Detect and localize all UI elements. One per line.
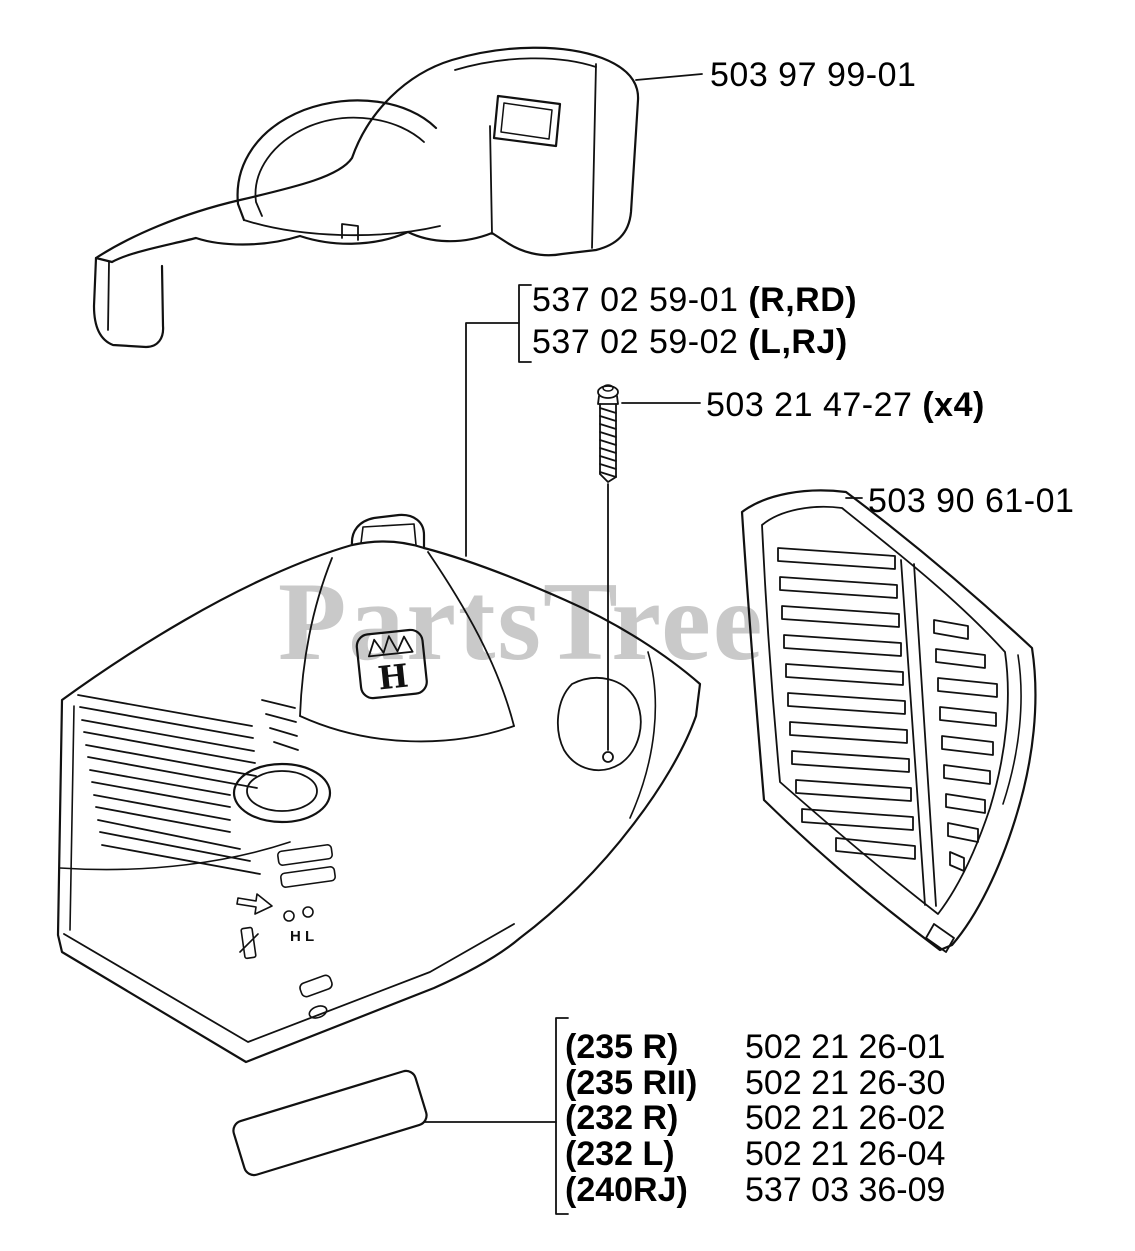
part-number: 502 21 26-01 <box>745 1028 946 1066</box>
callout-screw[interactable]: 503 21 47-27 (x4) <box>706 386 985 425</box>
part-number: 537 03 36-09 <box>745 1171 946 1209</box>
part-number: 503 90 61-01 <box>868 482 1075 520</box>
table-row[interactable]: (240RJ) 537 03 36-09 <box>0 1171 1135 1209</box>
grille-slots <box>777 547 998 872</box>
callout-engine-cover-l[interactable]: 537 02 59-02 (L,RJ) <box>532 323 848 362</box>
decal-drawing <box>232 1069 428 1177</box>
part-number: 537 02 59-02 <box>532 323 739 361</box>
arrow-icon <box>236 893 273 915</box>
part-number: 503 21 47-27 <box>706 386 913 424</box>
crown-icon <box>367 635 414 658</box>
model-label: (240RJ) <box>565 1171 688 1209</box>
part-number: 502 21 26-30 <box>745 1064 946 1102</box>
hl-marking: H L <box>290 928 314 945</box>
top-cover-drawing <box>92 46 640 349</box>
engine-cover-drawing: H L H <box>56 513 702 1064</box>
part-variant: (L,RJ) <box>748 323 848 361</box>
screw-drawing <box>597 384 619 483</box>
grille-cover-drawing <box>740 489 1037 953</box>
leader-engine-cover <box>465 322 520 557</box>
part-number: 537 02 59-01 <box>532 281 739 319</box>
bracket-engine-cover <box>518 284 532 363</box>
table-row[interactable]: (232 L) 502 21 26-04 <box>0 1135 1135 1173</box>
logo-letter: H <box>376 656 410 697</box>
screw-hole <box>602 751 614 763</box>
table-row[interactable]: (235 RII) 502 21 26-30 <box>0 1064 1135 1102</box>
callout-engine-cover-r[interactable]: 537 02 59-01 (R,RD) <box>532 281 857 320</box>
table-row[interactable]: (235 R) 502 21 26-01 <box>0 1028 1135 1066</box>
part-variant: (R,RD) <box>748 281 858 319</box>
leader-lines <box>423 73 863 1215</box>
model-label: (232 R) <box>565 1099 679 1137</box>
model-label: (235 R) <box>565 1028 679 1066</box>
choke-icon <box>240 926 257 960</box>
bracket-decal-table <box>555 1017 569 1215</box>
part-number: 502 21 26-04 <box>745 1135 946 1173</box>
model-label: (235 RII) <box>565 1064 698 1102</box>
fuel-cap-drawing <box>232 762 332 824</box>
part-quantity: (x4) <box>922 386 985 424</box>
cover-vent-slats <box>77 694 299 875</box>
cover-detail-markings: H L <box>236 844 336 1019</box>
leader-top-cover <box>635 73 703 81</box>
callout-top-cover[interactable]: 503 97 99-01 <box>710 56 916 95</box>
callout-grille[interactable]: 503 90 61-01 <box>868 482 1074 521</box>
part-number: 503 97 99-01 <box>710 56 917 94</box>
part-number: 502 21 26-02 <box>745 1099 946 1137</box>
table-row[interactable]: (232 R) 502 21 26-02 <box>0 1099 1135 1137</box>
husqvarna-logo: H <box>355 628 428 700</box>
model-label: (232 L) <box>565 1135 675 1173</box>
